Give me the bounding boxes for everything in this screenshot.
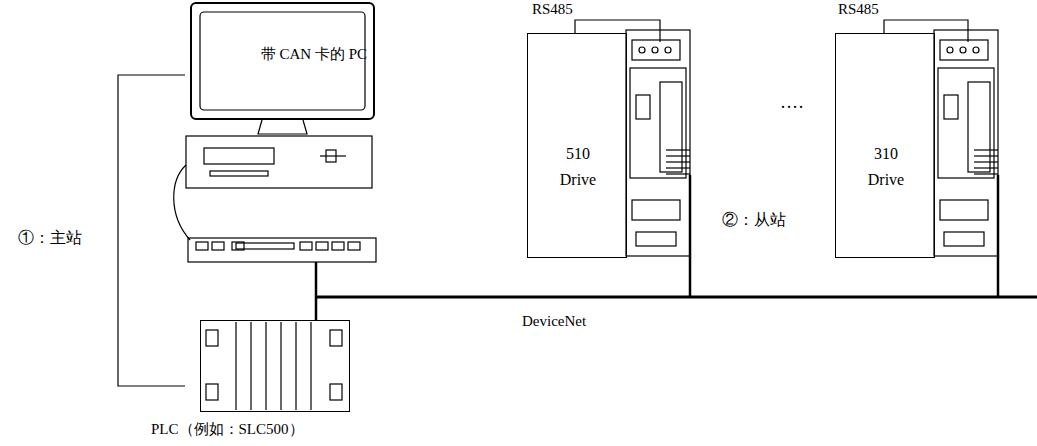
key <box>300 242 312 250</box>
key-row <box>236 243 294 249</box>
connector-block <box>660 82 682 172</box>
key <box>196 242 208 250</box>
master-label: ①：主站 <box>18 228 82 248</box>
terminal-screw <box>947 47 953 53</box>
drive-slot <box>210 171 268 176</box>
wire <box>974 161 998 162</box>
wire <box>666 161 690 162</box>
rack-mount <box>206 330 218 346</box>
status-window <box>636 95 650 119</box>
slot-line <box>235 322 236 410</box>
status-window <box>944 95 958 119</box>
devicenet-modules <box>626 30 998 256</box>
rs485-link <box>575 20 660 42</box>
keyboard <box>188 238 376 262</box>
slot-line <box>310 322 311 410</box>
terminal-block <box>632 200 680 220</box>
monitor-stand <box>258 120 307 134</box>
pc-case <box>186 136 372 188</box>
connector-block <box>968 82 990 172</box>
drive-box: 510 Drive <box>527 33 627 258</box>
terminal-block <box>632 40 680 60</box>
rs485-link <box>884 20 968 42</box>
keyboard-cable <box>174 165 190 240</box>
drive-box: 310 Drive <box>835 33 935 258</box>
din-clip <box>944 232 984 246</box>
terminal-screw <box>639 47 645 53</box>
terminal-block <box>940 40 988 60</box>
wire <box>666 149 690 150</box>
ellipsis: ···· <box>780 96 804 119</box>
drive-slot <box>204 148 274 164</box>
rs485-label: RS485 <box>532 0 573 19</box>
plc-rack: PLC（例如：SLC500） <box>200 320 350 412</box>
slave-label: ②：从站 <box>722 210 786 230</box>
devicenet-module <box>934 30 998 256</box>
terminal-screw <box>652 47 658 53</box>
devicenet-module <box>626 30 690 256</box>
bus-label: DeviceNet <box>522 312 586 331</box>
node-label: 510 Drive <box>553 141 603 192</box>
node-label: 带 CAN 卡的 PC <box>261 45 367 64</box>
terminal-screw <box>960 47 966 53</box>
slot-line <box>265 322 266 410</box>
key <box>212 242 224 250</box>
slot-line <box>250 322 251 410</box>
rs485-label: RS485 <box>838 0 879 19</box>
devicenet-bus <box>316 296 1037 299</box>
key <box>348 242 360 250</box>
wire <box>666 155 690 156</box>
master-bracket <box>118 75 185 386</box>
key <box>332 242 344 250</box>
rack-mount <box>330 384 342 400</box>
slot-line <box>295 322 296 410</box>
plc-slots <box>206 322 342 410</box>
node-label: PLC（例如：SLC500） <box>151 420 304 439</box>
din-clip <box>636 232 676 246</box>
pc-monitor: 带 CAN 卡的 PC <box>190 2 375 120</box>
key <box>316 242 328 250</box>
wire <box>974 173 998 174</box>
wire <box>666 173 690 174</box>
keyboard-keys <box>196 242 360 250</box>
terminal-screw <box>973 47 979 53</box>
wire <box>974 149 998 150</box>
case-button <box>326 150 336 162</box>
wire <box>974 167 998 168</box>
rack-mount <box>206 384 218 400</box>
terminal-screw <box>665 47 671 53</box>
rack-mount <box>330 330 342 346</box>
wire <box>666 167 690 168</box>
terminal-block <box>940 200 988 220</box>
wire <box>974 155 998 156</box>
node-label: 310 Drive <box>861 141 911 192</box>
case-button <box>320 155 346 156</box>
slot-line <box>280 322 281 410</box>
bus-drop <box>315 262 318 320</box>
